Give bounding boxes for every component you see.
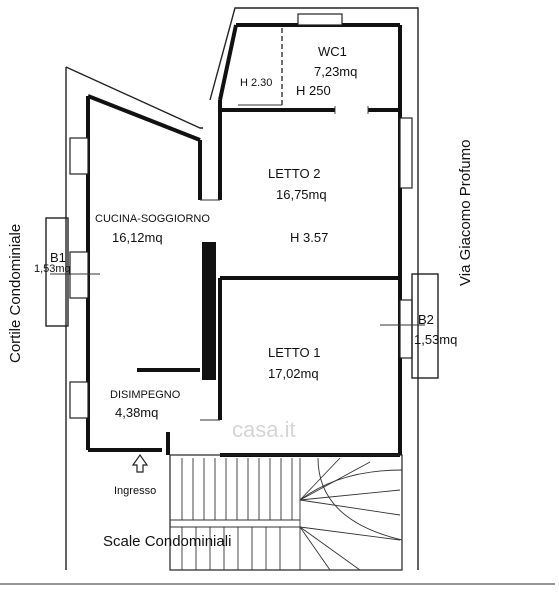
- wc1-area: 7,23mq: [314, 64, 357, 79]
- window-top: [297, 13, 343, 26]
- b2-name: B2: [418, 312, 434, 327]
- window-left-upper: [69, 137, 89, 175]
- letto2-height: H 3.57: [290, 230, 328, 245]
- letto1-area: 17,02mq: [268, 366, 319, 381]
- via-label: Via Giacomo Profumo: [457, 140, 474, 286]
- disimpegno-name: DISIMPEGNO: [110, 389, 181, 401]
- entrance-arrow-icon: [131, 453, 149, 473]
- balcony-b2-outline: [380, 273, 439, 379]
- letto2-area: 16,75mq: [276, 187, 327, 202]
- cucina-name: CUCINA-SOGGIORNO: [95, 213, 210, 225]
- window-right-upper: [399, 117, 413, 189]
- disimpegno-area: 4,38mq: [115, 405, 158, 420]
- b2-area: 1,53mq: [414, 332, 457, 347]
- cortile-label: Cortile Condominiale: [7, 224, 24, 363]
- b1-name: B1: [50, 250, 66, 265]
- letto1-name: LETTO 1: [268, 345, 321, 360]
- door-openings: [200, 106, 369, 421]
- wc1-name: WC1: [318, 44, 347, 59]
- window-right-mid: [399, 299, 413, 359]
- window-left-mid: [69, 251, 89, 299]
- cucina-area: 16,12mq: [112, 230, 163, 245]
- windows: [69, 13, 413, 419]
- watermark-text: casa.it: [232, 417, 296, 442]
- ingresso-label: Ingresso: [114, 485, 156, 497]
- b1-area: 1,53mq: [34, 263, 71, 275]
- letto2-name: LETTO 2: [268, 166, 321, 181]
- window-left-lower: [69, 381, 89, 419]
- wc1-height-right: H 250: [296, 83, 331, 98]
- wc1-height-left: H 2.30: [240, 77, 272, 89]
- balcony-b1-outline: [45, 217, 100, 327]
- wall-pier: [202, 242, 216, 380]
- outer-envelope: [65, 7, 419, 570]
- scale-label: Scale Condominiali: [103, 533, 231, 550]
- stairs: [169, 454, 403, 571]
